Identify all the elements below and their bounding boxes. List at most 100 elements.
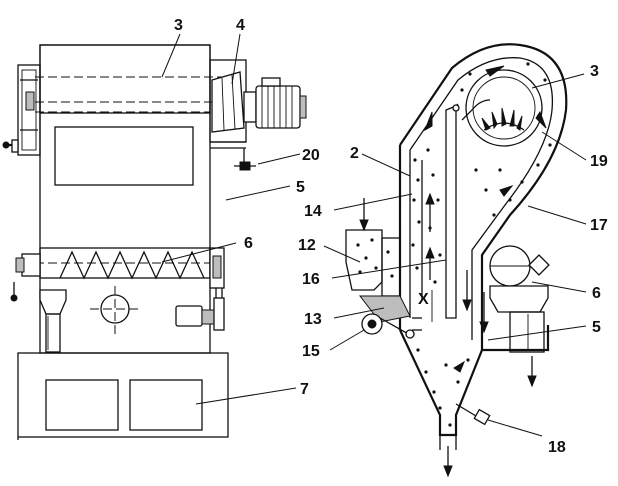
particle (433, 280, 437, 284)
callout-right-6: 6 (592, 285, 601, 302)
particle (424, 370, 428, 374)
particle (526, 62, 530, 66)
swirl-arrowhead (499, 184, 514, 197)
particle (356, 243, 360, 247)
crank-hub (11, 139, 19, 153)
callout-left-6: 6 (244, 235, 253, 252)
particle (370, 238, 374, 242)
motor-body (255, 85, 301, 129)
particle (426, 148, 430, 152)
leader-right-15 (329, 329, 365, 351)
callout-left-5: 5 (296, 179, 305, 196)
leader-left-5 (225, 185, 291, 201)
particle (498, 168, 502, 172)
callout-right-14: 14 (304, 203, 322, 220)
callout-left-20: 20 (302, 147, 320, 164)
feed-hopper (345, 229, 383, 291)
sensor-head (473, 408, 491, 426)
leader-right-16 (331, 259, 447, 279)
airlock-drive (528, 254, 550, 276)
right-hopper (489, 285, 549, 313)
particle (364, 256, 368, 260)
crank-knob (2, 141, 10, 149)
flow-arrows (359, 184, 537, 478)
particle (411, 243, 415, 247)
up-arrowhead-1 (425, 192, 435, 205)
particle (416, 178, 420, 182)
bearing-block (25, 91, 35, 111)
inspection-window (54, 126, 194, 186)
screw-flights (59, 250, 205, 280)
callout-left-3: 3 (174, 17, 183, 34)
fan-cone (211, 71, 245, 133)
end-plate-inner (21, 69, 37, 151)
leader-left-7 (195, 387, 297, 405)
left-outlet (45, 313, 61, 353)
funnel-arrowhead (453, 360, 466, 373)
particle (520, 180, 524, 184)
motor-end-cap (299, 95, 307, 119)
callout-right-17: 17 (590, 217, 608, 234)
down-arrowhead-2 (479, 321, 489, 334)
bottom-outlet-arrowhead (443, 465, 453, 478)
fan-cone-line (221, 77, 225, 131)
base-frame (17, 352, 229, 438)
particle (456, 380, 460, 384)
particle (432, 390, 436, 394)
callout-right-16: 16 (302, 271, 320, 288)
particle (374, 266, 378, 270)
callout-right-18: 18 (548, 439, 566, 456)
particle (412, 198, 416, 202)
base-panel-right (129, 379, 203, 431)
callout-right-13: 13 (304, 311, 322, 328)
drum-arrow-4 (516, 115, 523, 131)
particle (466, 358, 470, 362)
callout-right-5: 5 (592, 319, 601, 336)
lower-motor-coupling (201, 309, 215, 325)
particle (548, 143, 552, 147)
end-plate (17, 64, 41, 156)
screw-bearing (21, 253, 41, 277)
lower-funnel (399, 329, 484, 437)
separator-arm (461, 99, 491, 121)
callout-right-2: 2 (350, 145, 359, 162)
particle (444, 363, 448, 367)
leader-right-13 (333, 307, 385, 319)
section-view (345, 43, 568, 478)
particle (358, 270, 362, 274)
particle (484, 188, 488, 192)
screw-bearing-cap (15, 257, 25, 273)
particle (474, 168, 478, 172)
feed-chute (381, 237, 401, 297)
particle (386, 250, 390, 254)
leader-left-4 (231, 33, 241, 85)
lower-gearbox (213, 297, 225, 331)
drum (465, 69, 543, 147)
flow-arrow-top (485, 65, 505, 77)
particle (431, 173, 435, 177)
drum-arrows (481, 107, 523, 131)
callout-right-15: 15 (302, 343, 320, 360)
drum-band (39, 44, 211, 114)
leader-right-17 (527, 205, 587, 225)
drum-arrow-2 (501, 107, 507, 127)
particle-field (356, 62, 552, 427)
sensor-probe (455, 403, 477, 417)
leader-right-14 (333, 193, 413, 211)
housing-inner (409, 57, 554, 340)
screw-drive-gear (212, 255, 222, 279)
leader-right-19 (541, 131, 587, 161)
particle (436, 198, 440, 202)
particle (492, 213, 496, 217)
particle (417, 220, 421, 224)
front-view (2, 44, 307, 440)
particle (543, 78, 547, 82)
particle (468, 72, 472, 76)
particle (413, 158, 417, 162)
drum-arrow-3 (509, 109, 515, 127)
feed-roller-plate (358, 295, 411, 323)
down-arrowhead-1 (462, 299, 472, 312)
roller-lever-pin (405, 329, 415, 339)
